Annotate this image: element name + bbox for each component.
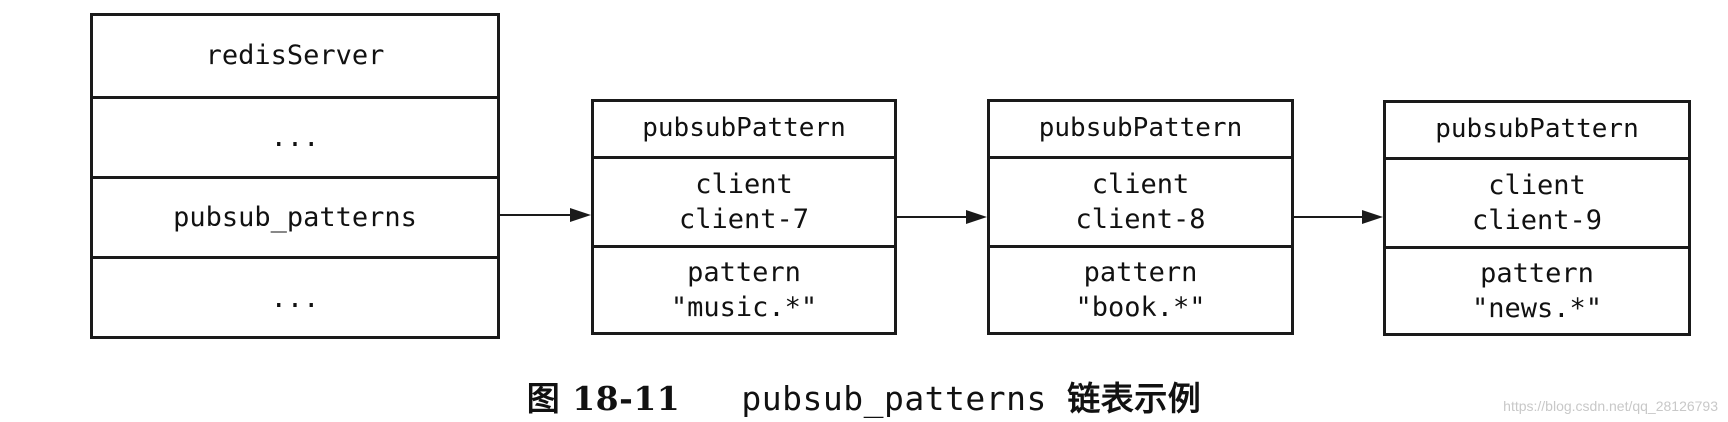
redis-server-ellipsis-top: ...	[93, 96, 497, 176]
figure-number: 图 18-11	[526, 379, 681, 418]
client-value: client-8	[1075, 204, 1206, 235]
pubsub-pattern-node-2-client: client client-8	[990, 156, 1291, 245]
redis-server-title: redisServer	[205, 40, 385, 72]
arrow-node-2-to-node-3	[1294, 210, 1383, 224]
pubsub-pattern-node-1-client: client client-7	[594, 156, 894, 245]
redis-server-struct: redisServer ... pubsub_patterns ...	[90, 13, 500, 339]
pubsub-pattern-node-2-title: pubsubPattern	[1038, 113, 1243, 144]
arrow-node-1-to-node-2	[897, 210, 987, 224]
pubsub-pattern-node-3: pubsubPattern client client-9 pattern "n…	[1383, 100, 1691, 336]
pubsub-pattern-node-2-pattern: pattern "book.*"	[990, 245, 1291, 332]
pattern-value: "news.*"	[1471, 293, 1603, 324]
caption-text: 链表示例	[1067, 379, 1202, 418]
pattern-label: pattern	[687, 256, 801, 288]
pubsub-pattern-node-1-pattern: pattern "music.*"	[594, 245, 894, 332]
client-value: client-7	[678, 204, 810, 235]
figure-caption: 图 18-11 pubsub_patterns 链表示例	[0, 372, 1728, 420]
caption-code: pubsub_patterns	[741, 379, 1047, 418]
pubsub-pattern-node-3-title: pubsubPattern	[1435, 114, 1639, 145]
pattern-value: "book.*"	[1075, 292, 1206, 323]
pubsub-pattern-node-2: pubsubPattern client client-8 pattern "b…	[987, 99, 1294, 335]
pubsub-pattern-node-3-client: client client-9	[1386, 157, 1688, 246]
watermark: https://blog.csdn.net/qq_28126793	[1503, 398, 1718, 414]
arrow-server-to-node-1	[500, 208, 591, 222]
pubsub-pattern-node-1-title: pubsubPattern	[642, 113, 846, 144]
redis-server-ellipsis-bottom: ...	[93, 256, 497, 339]
pubsub-pattern-node-1: pubsubPattern client client-7 pattern "m…	[591, 99, 897, 335]
pattern-label: pattern	[1480, 257, 1594, 289]
pattern-value: "music.*"	[670, 292, 818, 323]
pattern-label: pattern	[1083, 256, 1198, 288]
client-label: client	[1488, 169, 1586, 201]
client-value: client-9	[1471, 205, 1603, 236]
client-label: client	[1091, 168, 1190, 200]
client-label: client	[695, 168, 793, 200]
redis-server-pubsub-patterns-field: pubsub_patterns	[93, 176, 497, 256]
pubsub-pattern-node-3-pattern: pattern "news.*"	[1386, 246, 1688, 333]
